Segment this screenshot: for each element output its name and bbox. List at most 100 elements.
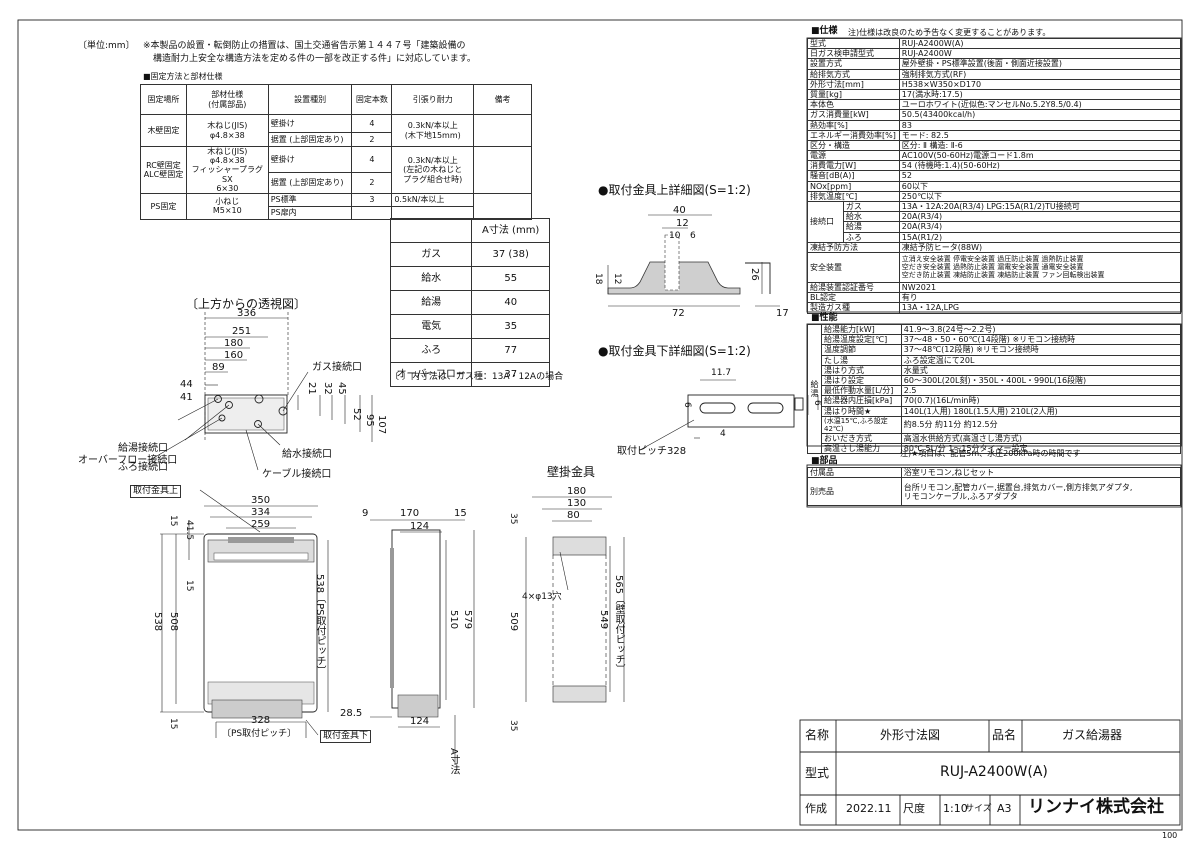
- sheet-border: [17, 19, 1183, 831]
- bracket-bottom-view: [639, 379, 819, 451]
- dim-label: 538〔PS取付ピッチ〕: [314, 574, 325, 676]
- a-row-value: 35: [471, 314, 550, 339]
- dim-label: 180: [567, 486, 587, 497]
- created-label: 作成: [805, 802, 827, 815]
- dim-label: 72: [672, 308, 685, 319]
- hot-water-port-label: 給湯接続口: [118, 443, 168, 454]
- perf-key: おいだき方式: [820, 432, 902, 444]
- fixing-strength: 0.3kN/本以上 (木下地15mm): [391, 114, 475, 147]
- dim-label: 334: [251, 507, 271, 518]
- parts-value: 台所リモコン,配管カバー,据置台,排気カバー,側方排気アダプタ, リモコンケーブ…: [900, 477, 1182, 507]
- perf-value: 80℃ 5L/分 1～15分タイマー設定: [900, 442, 1182, 455]
- perf-value: 70(0.7)(16L/min時): [900, 395, 1182, 407]
- spec-value: 凍結予防ヒータ(88W): [898, 241, 1182, 253]
- spec-value: 屋外壁掛・PS標準設置(後面・側面近接設置): [898, 58, 1182, 70]
- spec-key: ガス消費量[kW]: [807, 109, 900, 121]
- fixing-part: 木ねじ(JIS) φ4.8×38 フィッシャープラグSX 6×30: [185, 146, 269, 194]
- hole-label: 4×φ13穴: [522, 592, 562, 602]
- spec-key: 消費電力[W]: [807, 160, 900, 172]
- spec-key: 型式: [807, 37, 900, 50]
- cable-port-label: ケーブル接続口: [262, 469, 332, 480]
- fixing-remark: [473, 114, 532, 147]
- dim-label: 350: [251, 495, 271, 506]
- page-number: 100: [1162, 831, 1178, 840]
- parts-value: 浴室リモコン,ねじセット: [900, 466, 1182, 479]
- spec-value: 52: [898, 170, 1182, 182]
- dim-label: 565〔壁取付ピッチ〕: [613, 575, 624, 675]
- connect-value: 13A・12A:20A(R3/4) LPG:15A(R1/2)TU接続可: [898, 200, 1182, 213]
- connect-key: ガス: [842, 200, 900, 213]
- performance-side-label: 給湯: [807, 323, 822, 455]
- spec-value: 250℃以下: [898, 190, 1182, 203]
- name-label: 名称: [805, 728, 830, 742]
- spec-value: H538×W350×D170: [898, 78, 1182, 90]
- connect-key: 給水: [842, 211, 900, 223]
- top-view-title: 〔上方からの透視図〕: [186, 297, 307, 311]
- perf-value: 高温水供給方式(高温さし湯方式): [900, 432, 1182, 444]
- perf-value: ふろ設定温にて20L: [900, 354, 1182, 366]
- dim-label: 124: [410, 716, 430, 727]
- spec-key: 凍結予防方法: [807, 241, 900, 253]
- spec-key: 給湯装置認証番号: [807, 281, 900, 294]
- perf-key: 湯はり方式: [820, 364, 902, 376]
- dim-label: 26: [749, 268, 760, 281]
- perf-key: たし湯: [820, 354, 902, 366]
- perf-value: 41.9～3.8(24号～2.2号): [900, 323, 1182, 336]
- dim-label: 328: [251, 715, 271, 726]
- spec-key: 区分・構造: [807, 139, 900, 152]
- bracket-bottom-title: ●取付金具下詳細図(S=1:2): [598, 344, 751, 358]
- model-value: RUJ-A2400W(A): [940, 764, 1048, 780]
- spec-value: 54 (待機時:1.4)(50-60Hz): [898, 160, 1182, 172]
- fixing-type: 据置 (上部固定あり): [267, 132, 353, 147]
- a-row-label: 電気: [389, 314, 473, 339]
- perf-key: 最低作動水量[L/分]: [820, 385, 902, 397]
- product-label: 品名: [992, 728, 1017, 742]
- spec-value: NW2021: [898, 281, 1182, 294]
- dim-label: 10: [669, 231, 681, 241]
- dim-label: 45: [336, 382, 347, 395]
- fixing-type: 据置 (上部固定あり): [267, 171, 353, 194]
- perf-key: (水温15℃,ふろ設定42℃): [820, 415, 902, 434]
- spec-value: モード: 82.5: [898, 129, 1182, 141]
- dim-label: 52: [351, 408, 362, 421]
- side-view: [370, 519, 475, 765]
- spec-value: RUJ-A2400W: [898, 48, 1182, 60]
- dim-label: 15: [168, 718, 178, 730]
- dim-label: 107: [376, 415, 387, 435]
- spec-key: エネルギー消費効率[%]: [807, 129, 900, 141]
- spec-key: 給排気方式: [807, 68, 900, 80]
- safety-value: 立消え安全装置 停電安全装置 過圧防止装置 過熱防止装置 空だき安全装置 過熱防…: [898, 251, 1182, 283]
- dim-label: 130: [567, 498, 587, 509]
- dim-label: 35: [508, 720, 518, 732]
- title-block: [799, 719, 1181, 826]
- fixing-count: 4: [351, 146, 393, 173]
- dim-label: 11.7: [711, 368, 732, 378]
- a-row-label: ふろ: [389, 338, 473, 363]
- dim-label: 89: [212, 362, 225, 373]
- spec-value: ユーロホワイト(近似色:マンセルNo.5.2Y8.5/0.4): [898, 99, 1182, 111]
- spec-value: 強制排気方式(RF): [898, 68, 1182, 80]
- spec-value: 17(満水時:17.5): [898, 88, 1182, 101]
- size-label: サイズ: [965, 804, 992, 814]
- dim-label: 18: [593, 273, 603, 285]
- size-value: A3: [997, 802, 1012, 815]
- spec-value: 13A・12A,LPG: [898, 302, 1182, 314]
- spec-key: BL認定: [807, 292, 900, 304]
- dim-label: 32: [322, 382, 333, 395]
- connect-key: ふろ: [842, 231, 900, 243]
- dim-label: 40: [673, 205, 686, 216]
- dim-label: 28.5: [340, 708, 363, 719]
- perf-key: 湯はり設定: [820, 374, 902, 387]
- fixing-part: 木ねじ(JIS) φ4.8×38: [185, 114, 269, 147]
- ps-pitch-label: 〔PS取付ピッチ〕: [222, 729, 297, 739]
- front-view: [160, 489, 329, 738]
- fixing-part: 小ねじ M5×10: [185, 192, 269, 220]
- perf-key: 温度調節: [820, 344, 902, 356]
- dim-label: 6: [682, 402, 692, 408]
- gas-port-label: ガス接続口: [312, 362, 362, 373]
- fixing-header: 設置種別: [267, 84, 353, 115]
- safety-line: 空だき防止装置 凍結防止装置 凍結防止装置 ファン回転検出装置: [901, 271, 1105, 280]
- dim-label: 336: [237, 308, 257, 319]
- spec-key: 外形寸法[mm]: [807, 78, 900, 90]
- spec-key: 日ガス検申請型式: [807, 48, 900, 60]
